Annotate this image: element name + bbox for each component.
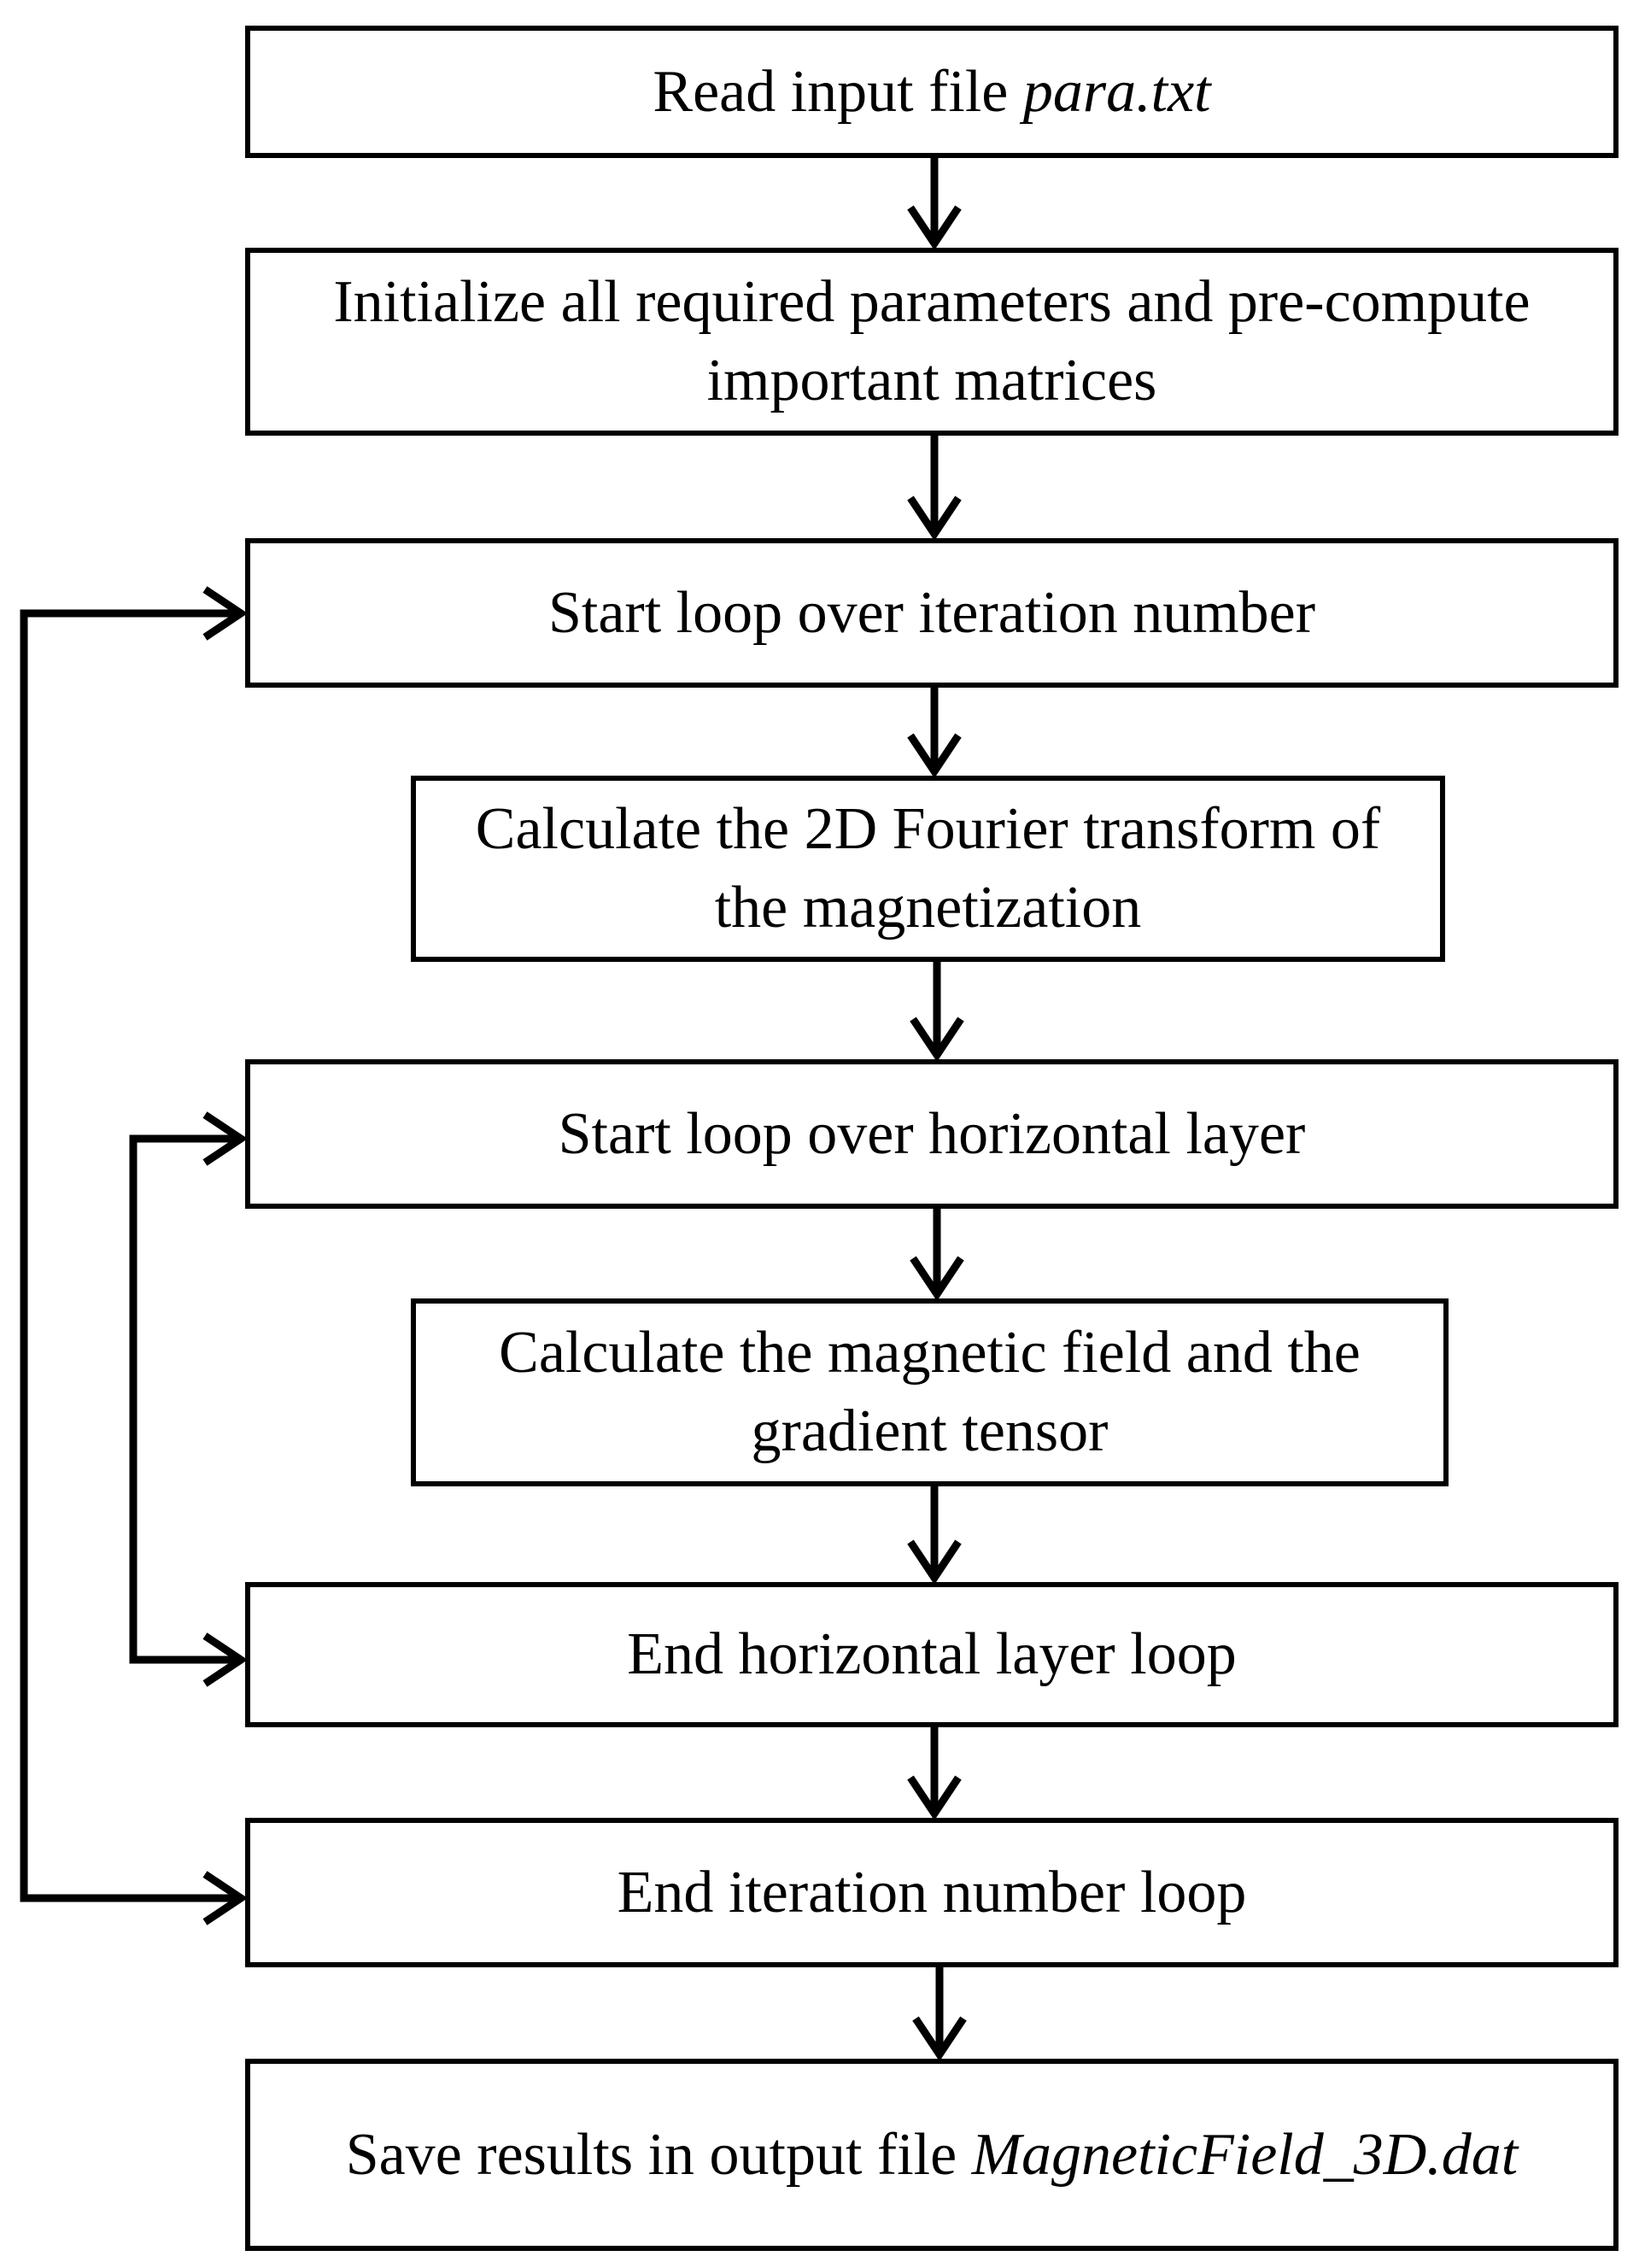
arrowhead-down-6 [907, 1539, 962, 1585]
outer-loop-arrowhead-top [202, 586, 249, 641]
step-initialize-label: Initialize all required parameters and p… [333, 269, 1531, 413]
step-start-iteration-loop: Start loop over iteration number [245, 538, 1619, 688]
step-end-layer-loop-label: End horizontal layer loop [627, 1621, 1237, 1687]
step-read-input-label: Read input file para.txt [653, 58, 1211, 125]
step-magnetic-field: Calculate the magnetic field and the gra… [411, 1298, 1449, 1486]
arrowhead-down-3 [907, 733, 962, 779]
inner-loop-line [129, 1134, 241, 1664]
step-initialize: Initialize all required parameters and p… [245, 248, 1619, 436]
step-end-iteration-loop: End iteration number loop [245, 1818, 1619, 1967]
step-start-layer-loop-label: Start loop over horizontal layer [558, 1100, 1306, 1167]
outer-loop-arrowhead-bottom [202, 1871, 249, 1925]
arrowhead-down-7 [907, 1775, 962, 1821]
arrowhead-down-8 [912, 2016, 967, 2062]
step-save-results-label: Save results in output file MagneticFiel… [345, 2121, 1519, 2188]
step-fourier-transform: Calculate the 2D Fourier transform of th… [411, 776, 1445, 962]
step-end-layer-loop: End horizontal layer loop [245, 1582, 1619, 1727]
outer-loop-line [20, 609, 241, 1902]
step-start-iteration-loop-label: Start loop over iteration number [547, 579, 1316, 646]
arrowhead-down-4 [910, 1017, 964, 1063]
arrowhead-down-1 [907, 205, 962, 251]
step-read-input: Read input file para.txt [245, 26, 1619, 158]
arrowhead-down-2 [907, 495, 962, 542]
inner-loop-arrowhead-top [202, 1111, 249, 1166]
inner-loop-arrowhead-bottom [202, 1632, 249, 1687]
step-magnetic-field-label: Calculate the magnetic field and the gra… [499, 1320, 1361, 1464]
arrowhead-down-5 [910, 1256, 964, 1302]
step-start-layer-loop: Start loop over horizontal layer [245, 1059, 1619, 1209]
step-save-results: Save results in output file MagneticFiel… [245, 2059, 1619, 2251]
step-end-iteration-loop-label: End iteration number loop [617, 1859, 1247, 1925]
step-fourier-transform-label: Calculate the 2D Fourier transform of th… [475, 796, 1381, 941]
